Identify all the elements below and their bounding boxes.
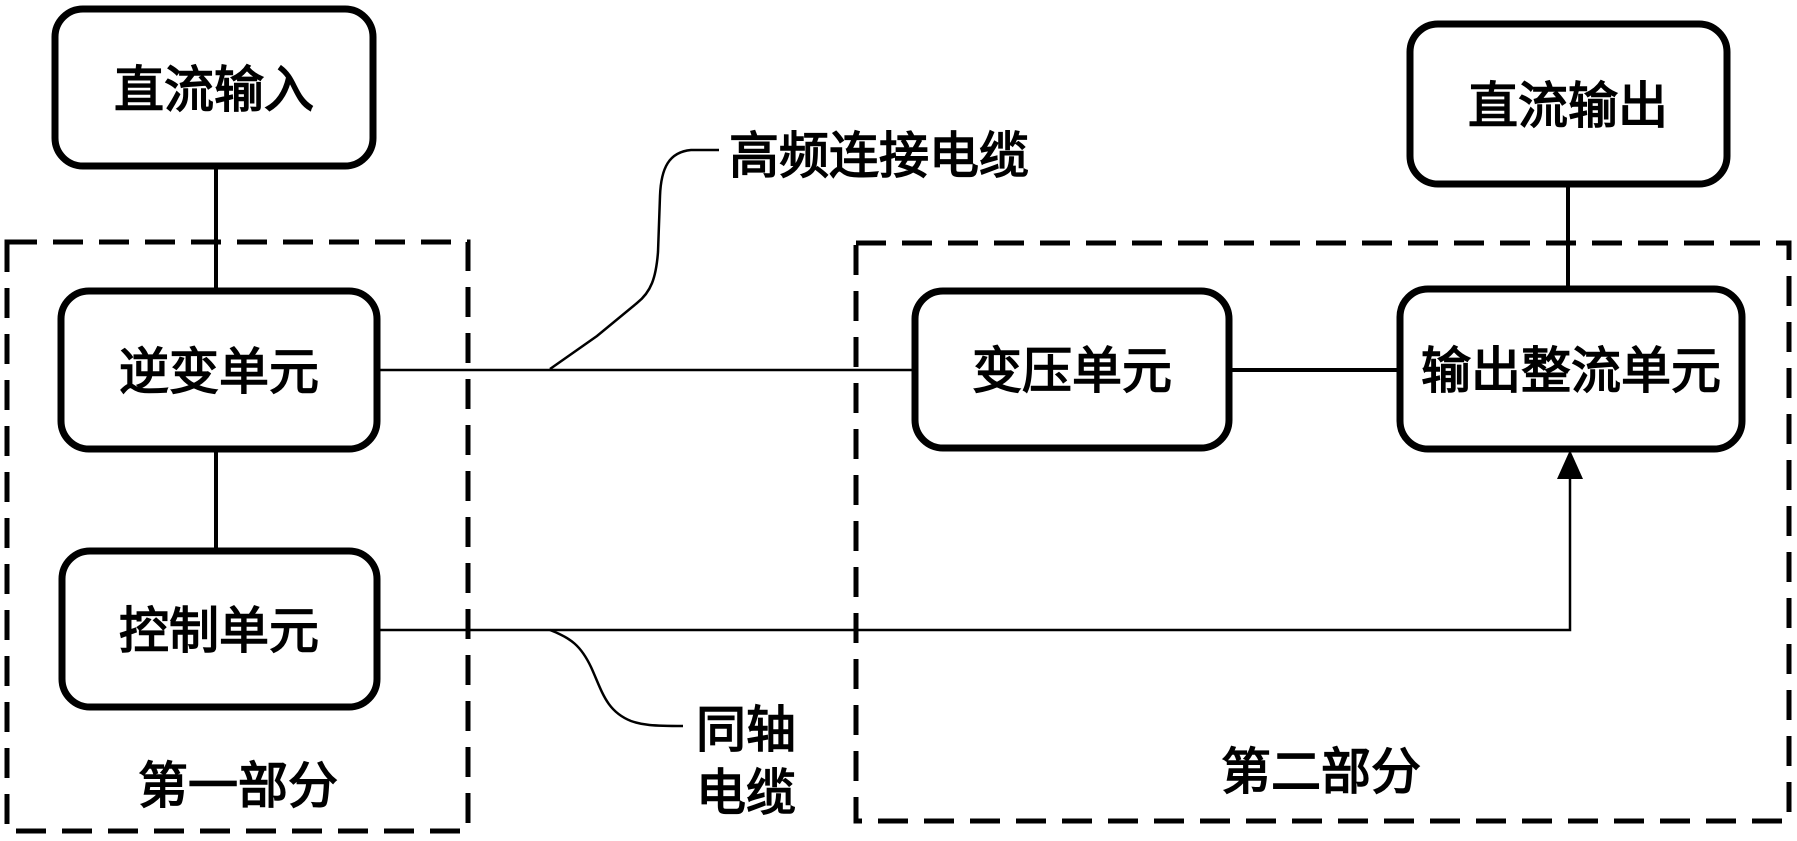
transformer-label: 变压单元 <box>972 343 1172 399</box>
hf-cable-label: 高频连接电缆 <box>729 128 1029 184</box>
group-part2: 第二部分 <box>853 240 1792 824</box>
coax-cable-label-line1: 同轴 <box>696 702 796 758</box>
part2-label: 第二部分 <box>1221 744 1421 800</box>
part2-dashed-border <box>853 240 1792 824</box>
arrowhead-up-icon <box>1557 450 1583 479</box>
transformer-box <box>911 287 1233 452</box>
output-rectifier-label: 输出整流单元 <box>1421 343 1721 399</box>
dc-output-box <box>1406 20 1731 188</box>
coax-cable-label: 同轴 电缆 <box>696 702 796 821</box>
dc-output-label: 直流输出 <box>1468 78 1668 134</box>
inverter-label: 逆变单元 <box>119 344 319 400</box>
part1-dashed-border <box>4 239 471 834</box>
node-output-rectifier: 输出整流单元 <box>1396 285 1746 453</box>
part1-label: 第一部分 <box>138 758 338 814</box>
node-inverter: 逆变单元 <box>57 287 381 453</box>
dc-input-box <box>51 5 377 170</box>
output-rectifier-box <box>1396 285 1746 453</box>
coax-cable-leader-line <box>549 628 684 728</box>
control-label: 控制单元 <box>119 603 319 659</box>
coax-cable-label-line2: 电缆 <box>696 765 796 821</box>
node-control: 控制单元 <box>58 547 381 711</box>
wire-control-to-rectifier <box>377 476 1572 632</box>
control-box <box>58 547 381 711</box>
group-part1: 第一部分 <box>4 239 471 834</box>
dc-input-label: 直流输入 <box>114 62 314 118</box>
node-transformer: 变压单元 <box>911 287 1233 452</box>
hf-cable-leader-line <box>549 148 719 371</box>
node-dc-output: 直流输出 <box>1406 20 1731 188</box>
inverter-box <box>57 287 381 453</box>
node-dc-input: 直流输入 <box>51 5 377 170</box>
